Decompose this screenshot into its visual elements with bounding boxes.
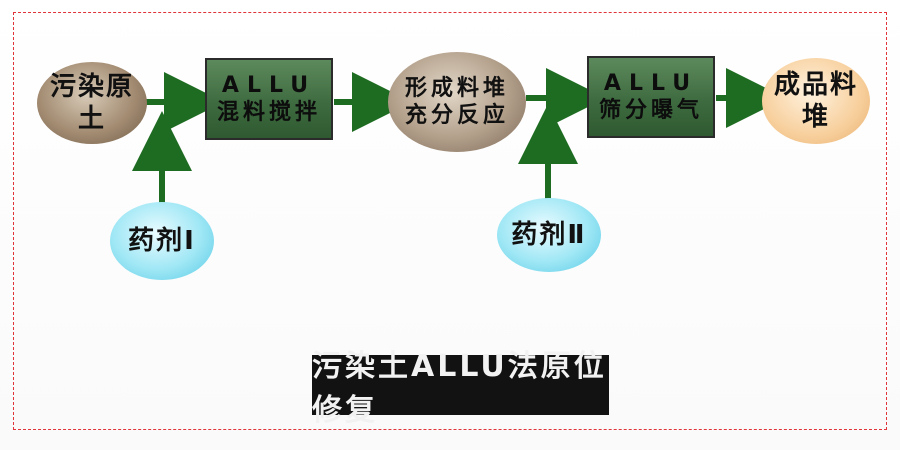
node-finished-pile: 成品料堆	[762, 58, 870, 144]
node-allu-screening-line2: 筛分曝气	[598, 98, 703, 123]
node-finished-pile-label: 成品料堆	[773, 69, 858, 133]
node-agent-2-label: 药剂Ⅱ	[511, 219, 587, 250]
node-allu-screening: ALLU 筛分曝气	[587, 56, 715, 138]
node-agent-1: 药剂Ⅰ	[110, 202, 214, 280]
diagram-title: 污染土ALLU法原位修复	[312, 349, 609, 428]
node-allu-mixing: ALLU 混料搅拌	[205, 58, 333, 140]
diagram-title-text: 污染土ALLU法原位修复	[312, 349, 607, 428]
node-allu-mixing-line1: ALLU	[221, 72, 317, 98]
node-form-pile: 形成料堆 充分反应	[388, 52, 526, 152]
node-allu-mixing-line2: 混料搅拌	[216, 100, 321, 125]
node-agent-1-label: 药剂Ⅰ	[128, 225, 196, 256]
node-contaminated-soil: 污染原土	[37, 62, 147, 144]
node-allu-screening-line1: ALLU	[603, 70, 699, 96]
node-agent-2: 药剂Ⅱ	[497, 198, 601, 272]
dashed-border	[13, 12, 887, 430]
node-contaminated-soil-label: 污染原土	[49, 71, 134, 135]
node-form-pile-line2: 充分反应	[404, 103, 509, 128]
node-form-pile-line1: 形成料堆	[404, 75, 509, 101]
